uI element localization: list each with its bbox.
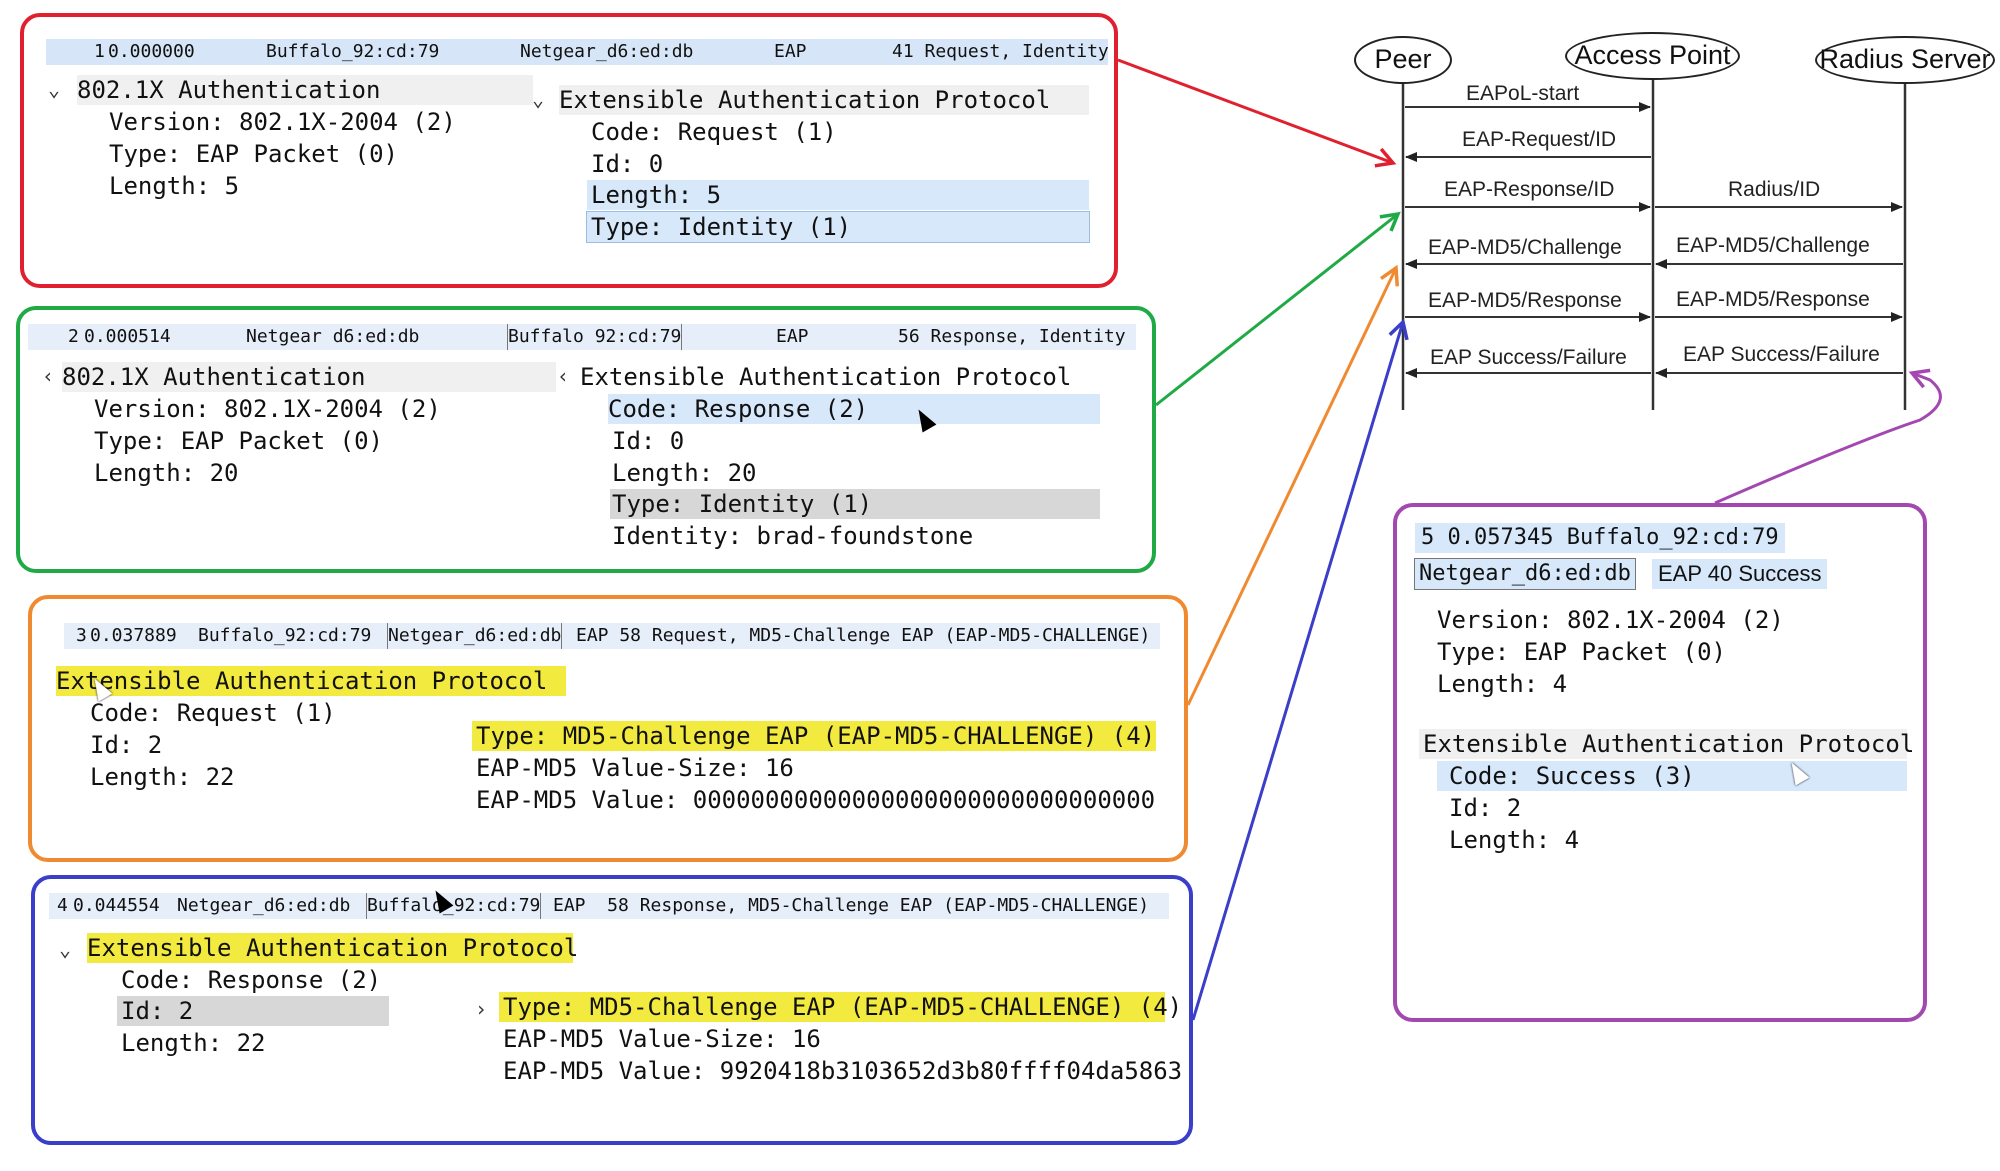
frame-time: 0.000000 xyxy=(108,41,195,62)
frame3-header-row[interactable]: 3 0.037889 Buffalo_92:cd:79 Netgear_d6:e… xyxy=(64,623,1160,649)
eap-title[interactable]: Extensible Authentication Protocol xyxy=(559,85,1089,115)
frame5-info: EAP 40 Success xyxy=(1652,559,1828,589)
msg-eapol-start: EAPoL-start xyxy=(1466,82,1580,105)
connector-green xyxy=(1155,211,1401,407)
eap-type[interactable]: Type: MD5-Challenge EAP (EAP-MD5-CHALLEN… xyxy=(472,721,1156,751)
connector-blue xyxy=(1191,318,1409,1021)
eap-code: Code: Request (1) xyxy=(90,699,336,727)
frame4-header-row[interactable]: 4 0.044554 Netgear_d6:ed:db Buffalo_92:c… xyxy=(49,893,1169,919)
dot1x-type: Type: EAP Packet (0) xyxy=(94,427,383,455)
frame-time: 0.044554 xyxy=(73,895,160,916)
eap-md5-value-size: EAP-MD5 Value-Size: 16 xyxy=(476,754,794,782)
frame1-header-row[interactable]: 1 0.000000 Buffalo_92:cd:79 Netgear_d6:e… xyxy=(46,39,1108,65)
dot1x-length: Length: 4 xyxy=(1437,670,1568,698)
eap-type[interactable]: Type: Identity (1) xyxy=(610,489,1100,519)
actor-radius-server: Radius Server xyxy=(1815,36,1995,84)
collapse-toggle-icon[interactable]: ⌄ xyxy=(48,77,61,101)
msg-radius-id: Radius/ID xyxy=(1728,178,1821,201)
dot1x-version: Version: 802.1X-2004 (2) xyxy=(1437,606,1784,634)
eap-identity: Identity: brad-foundstone xyxy=(612,522,974,550)
frame-number: 4 xyxy=(57,895,68,916)
msg-md5-response-2: EAP-MD5/Response xyxy=(1676,288,1870,311)
eap-id: Id: 0 xyxy=(591,150,664,178)
frame-number: 1 xyxy=(94,41,105,62)
frame-source: Buffalo_92:cd:79 xyxy=(198,625,372,646)
connector-red xyxy=(1117,58,1397,168)
frame4-panel: 4 0.044554 Netgear_d6:ed:db Buffalo_92:c… xyxy=(31,875,1193,1145)
frame-source: Buffalo_92:cd:79 xyxy=(266,41,440,62)
frame-protocol: EAP xyxy=(776,326,809,347)
eap-length: Length: 22 xyxy=(121,1029,266,1057)
dot1x-version: Version: 802.1X-2004 (2) xyxy=(109,108,456,136)
eap-code: Code: Response (2) xyxy=(121,966,382,994)
frame3-panel: 3 0.037889 Buffalo_92:cd:79 Netgear_d6:e… xyxy=(28,595,1188,862)
frame-info: EAP 58 Response, MD5-Challenge EAP (EAP-… xyxy=(553,895,1150,916)
eap-length: Length: 5 xyxy=(587,180,1089,210)
msg-md5-challenge-2: EAP-MD5/Challenge xyxy=(1676,234,1870,257)
frame-info: 41 Request, Identity xyxy=(892,41,1108,62)
msg-success-2: EAP Success/Failure xyxy=(1683,343,1880,366)
eap-md5-value-size: EAP-MD5 Value-Size: 16 xyxy=(503,1025,821,1053)
eap-id: Id: 2 xyxy=(1449,794,1522,822)
eap-type[interactable]: Type: Identity (1) xyxy=(586,211,1090,243)
frame-info: EAP 58 Request, MD5-Challenge EAP (EAP-M… xyxy=(576,625,1151,646)
frame-destination: Buffalo 92:cd:79 xyxy=(506,324,683,350)
expand-toggle-icon[interactable]: › xyxy=(475,997,488,1021)
collapse-toggle-icon[interactable]: ⌄ xyxy=(59,937,72,961)
msg-eap-request-id: EAP-Request/ID xyxy=(1462,128,1617,151)
dot1x-title[interactable]: 802.1X Authentication xyxy=(77,75,533,105)
eap-title[interactable]: Extensible Authentication Protocol xyxy=(1419,729,1914,759)
frame-destination: Buffalo_92:cd:79 xyxy=(365,893,542,919)
frame5-panel: 5 0.057345 Buffalo_92:cd:79 Netgear_d6:e… xyxy=(1393,503,1927,1022)
eap-title[interactable]: Extensible Authentication Protocol xyxy=(87,933,579,963)
frame-source: Netgear_d6:ed:db xyxy=(177,895,351,916)
dot1x-version: Version: 802.1X-2004 (2) xyxy=(94,395,441,423)
msg-md5-response-1: EAP-MD5/Response xyxy=(1428,289,1622,312)
msg-eap-response-id: EAP-Response/ID xyxy=(1444,178,1615,201)
eap-id: Id: 2 xyxy=(90,731,163,759)
eap-id[interactable]: Id: 2 xyxy=(117,996,389,1026)
connector-purple xyxy=(1714,368,1942,505)
msg-success-1: EAP Success/Failure xyxy=(1430,346,1627,369)
eap-id: Id: 0 xyxy=(612,427,685,455)
dot1x-length: Length: 5 xyxy=(109,172,240,200)
msg-md5-challenge-1: EAP-MD5/Challenge xyxy=(1428,236,1622,259)
frame-number: 3 xyxy=(76,625,87,646)
actor-peer: Peer xyxy=(1354,36,1452,84)
connector-orange xyxy=(1186,264,1399,706)
eap-md5-value: EAP-MD5 Value: 9920418b3103652d3b80ffff0… xyxy=(503,1057,1183,1085)
frame-destination: Netgear_d6:ed:db xyxy=(386,623,563,649)
collapse-toggle-icon[interactable]: ⌄ xyxy=(532,87,545,111)
eap-length: Length: 4 xyxy=(1449,826,1580,854)
frame-time: 0.037889 xyxy=(90,625,177,646)
dot1x-type: Type: EAP Packet (0) xyxy=(109,140,398,168)
frame1-panel: 1 0.000000 Buffalo_92:cd:79 Netgear_d6:e… xyxy=(20,13,1118,288)
actor-access-point: Access Point xyxy=(1565,32,1740,80)
frame5-header-row[interactable]: 5 0.057345 Buffalo_92:cd:79 xyxy=(1415,523,1785,553)
frame-destination: Netgear_d6:ed:db xyxy=(520,41,694,62)
eap-title[interactable]: Extensible Authentication Protocol xyxy=(56,666,566,696)
dot1x-length: Length: 20 xyxy=(94,459,239,487)
dot1x-type: Type: EAP Packet (0) xyxy=(1437,638,1726,666)
frame-number: 2 xyxy=(68,326,79,347)
eap-code[interactable]: Code: Success (3) xyxy=(1437,761,1907,791)
eap-length: Length: 22 xyxy=(90,763,235,791)
frame-protocol: EAP xyxy=(774,41,807,62)
collapse-toggle-icon[interactable]: ‹ xyxy=(557,364,570,388)
frame-time: 0.000514 xyxy=(84,326,171,347)
eap-code[interactable]: Code: Response (2) xyxy=(608,394,1100,424)
eap-md5-value: EAP-MD5 Value: 0000000000000000000000000… xyxy=(476,786,1156,814)
frame-source: Netgear d6:ed:db xyxy=(246,326,420,347)
frame2-header-row[interactable]: 2 0.000514 Netgear d6:ed:db Buffalo 92:c… xyxy=(28,324,1136,350)
frame5-destination: Netgear_d6:ed:db xyxy=(1414,558,1636,590)
eap-title[interactable]: Extensible Authentication Protocol xyxy=(580,363,1072,391)
frame2-panel: 2 0.000514 Netgear d6:ed:db Buffalo 92:c… xyxy=(16,306,1156,573)
collapse-toggle-icon[interactable]: ‹ xyxy=(42,364,55,388)
eap-length: Length: 20 xyxy=(612,459,757,487)
dot1x-title[interactable]: 802.1X Authentication xyxy=(62,362,556,392)
eap-type[interactable]: Type: MD5-Challenge EAP (EAP-MD5-CHALLEN… xyxy=(499,992,1182,1022)
eap-code: Code: Request (1) xyxy=(591,118,837,146)
frame-info: 56 Response, Identity xyxy=(898,326,1126,347)
